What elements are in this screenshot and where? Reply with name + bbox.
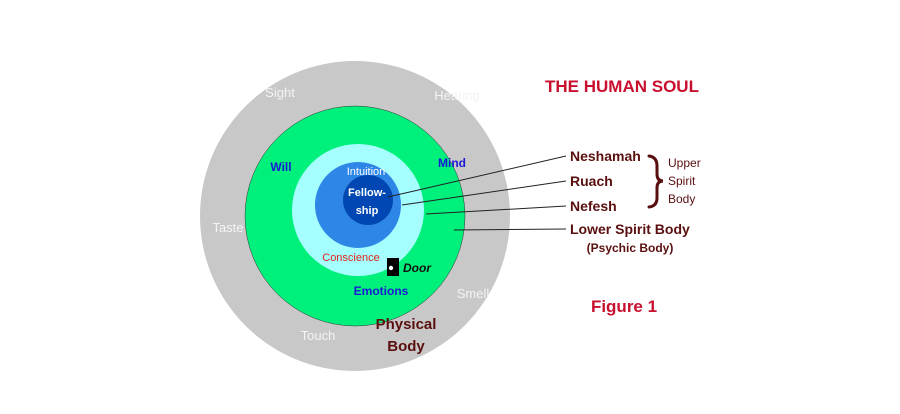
leader-ruach [401,180,567,206]
upper-spirit-bracket [647,154,664,209]
callout-nefesh: Nefesh [570,198,617,214]
diagram-title: THE HUMAN SOUL [545,77,699,96]
faculty-emotions: Emotions [354,284,409,298]
callout-neshamah: Neshamah [570,148,641,164]
figure-label: Figure 1 [591,297,657,316]
faculty-mind: Mind [438,156,466,170]
leader-nefesh [425,205,567,215]
leader-lower-spirit-body [453,228,567,231]
door-icon [387,258,399,276]
sense-taste: Taste [212,220,243,235]
sense-smell: Smell [457,286,490,301]
faculty-intuition: Intuition [347,166,386,178]
upper-spirit-line3: Body [668,192,695,206]
upper-spirit-line2: Spirit [668,174,696,188]
leader-neshamah [387,155,567,198]
physical-body-line2: Body [387,338,425,355]
core-label-line2: ship [356,205,379,217]
callout-ruach: Ruach [570,173,613,189]
door-label: Door [403,261,432,275]
callout-lower-spirit-body: Lower Spirit Body [570,221,690,237]
door-knob-icon [388,265,394,271]
callout-psychic-body: (Psychic Body) [587,241,674,255]
fellowship-core [343,175,393,225]
faculty-conscience: Conscience [322,252,379,264]
core-label-line1: Fellow- [348,187,386,199]
sense-touch: Touch [301,328,336,343]
physical-body-line1: Physical [376,316,437,333]
upper-spirit-line1: Upper [668,156,701,170]
faculty-will: Will [270,160,291,174]
sense-hearing: Hearing [434,88,480,103]
sense-sight: Sight [265,85,295,100]
